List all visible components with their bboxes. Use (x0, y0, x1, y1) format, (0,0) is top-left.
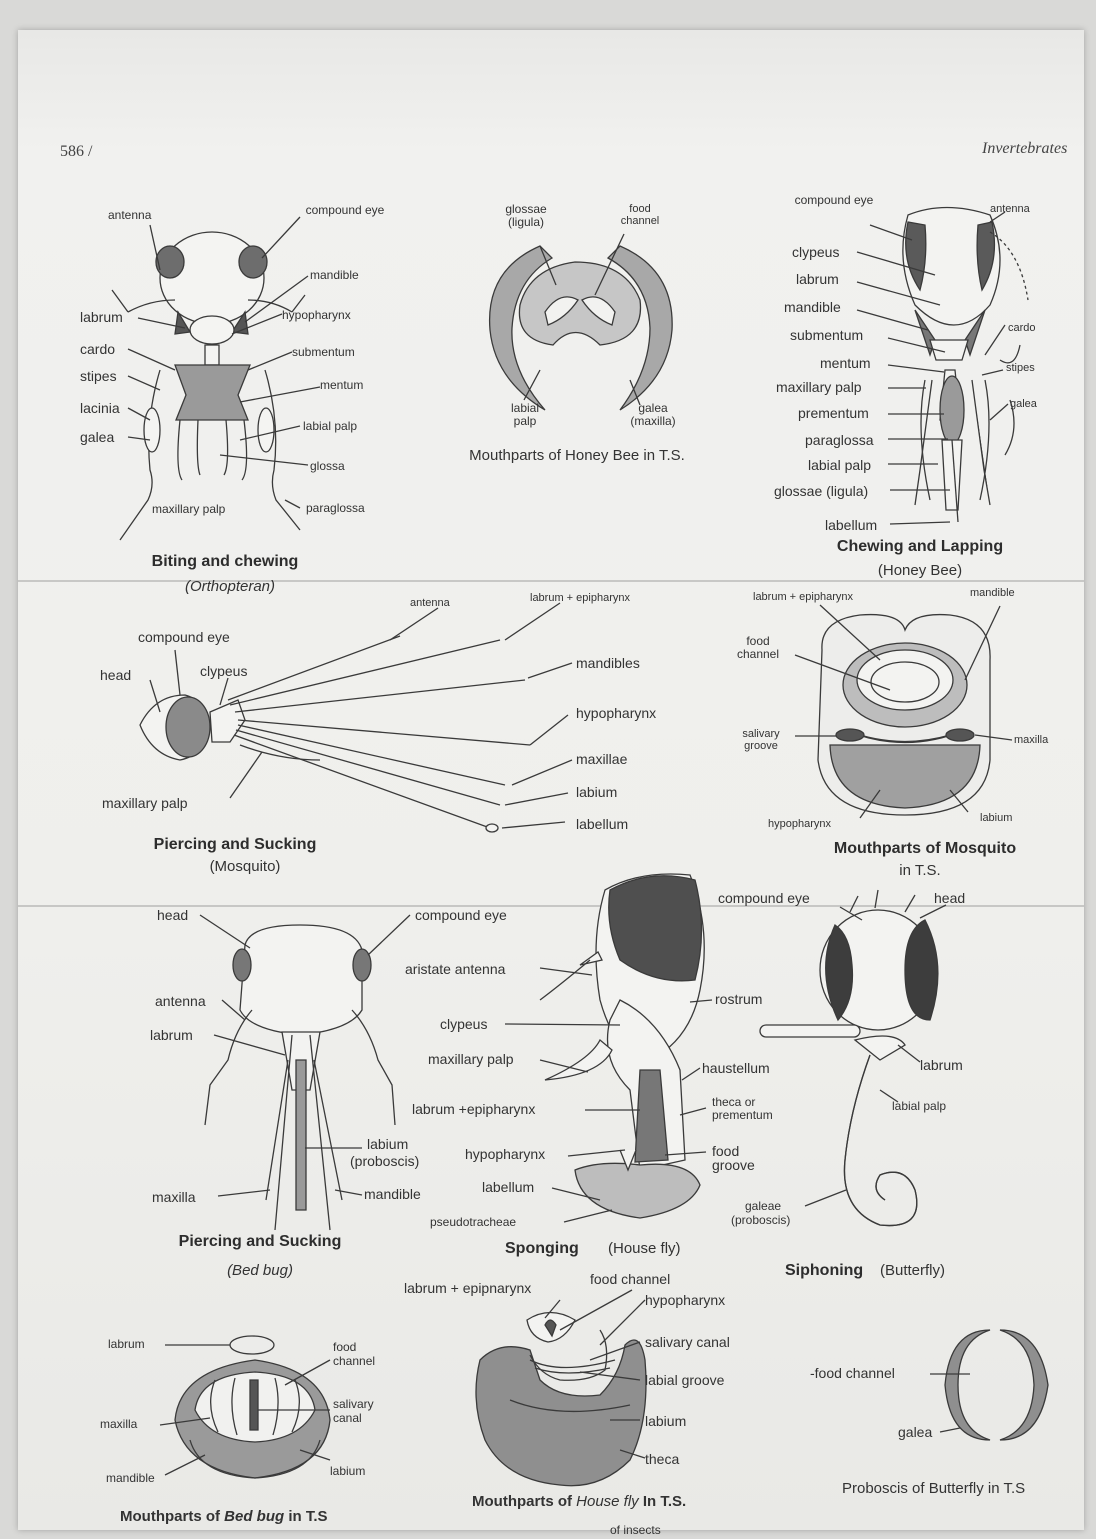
footer-fragment: of insects (610, 1524, 661, 1537)
label-food-channel: -food channel (810, 1366, 895, 1381)
caption-butterfly-ts: Proboscis of Butterfly in T.S (842, 1480, 1067, 1497)
label-galea: galea (898, 1425, 932, 1440)
